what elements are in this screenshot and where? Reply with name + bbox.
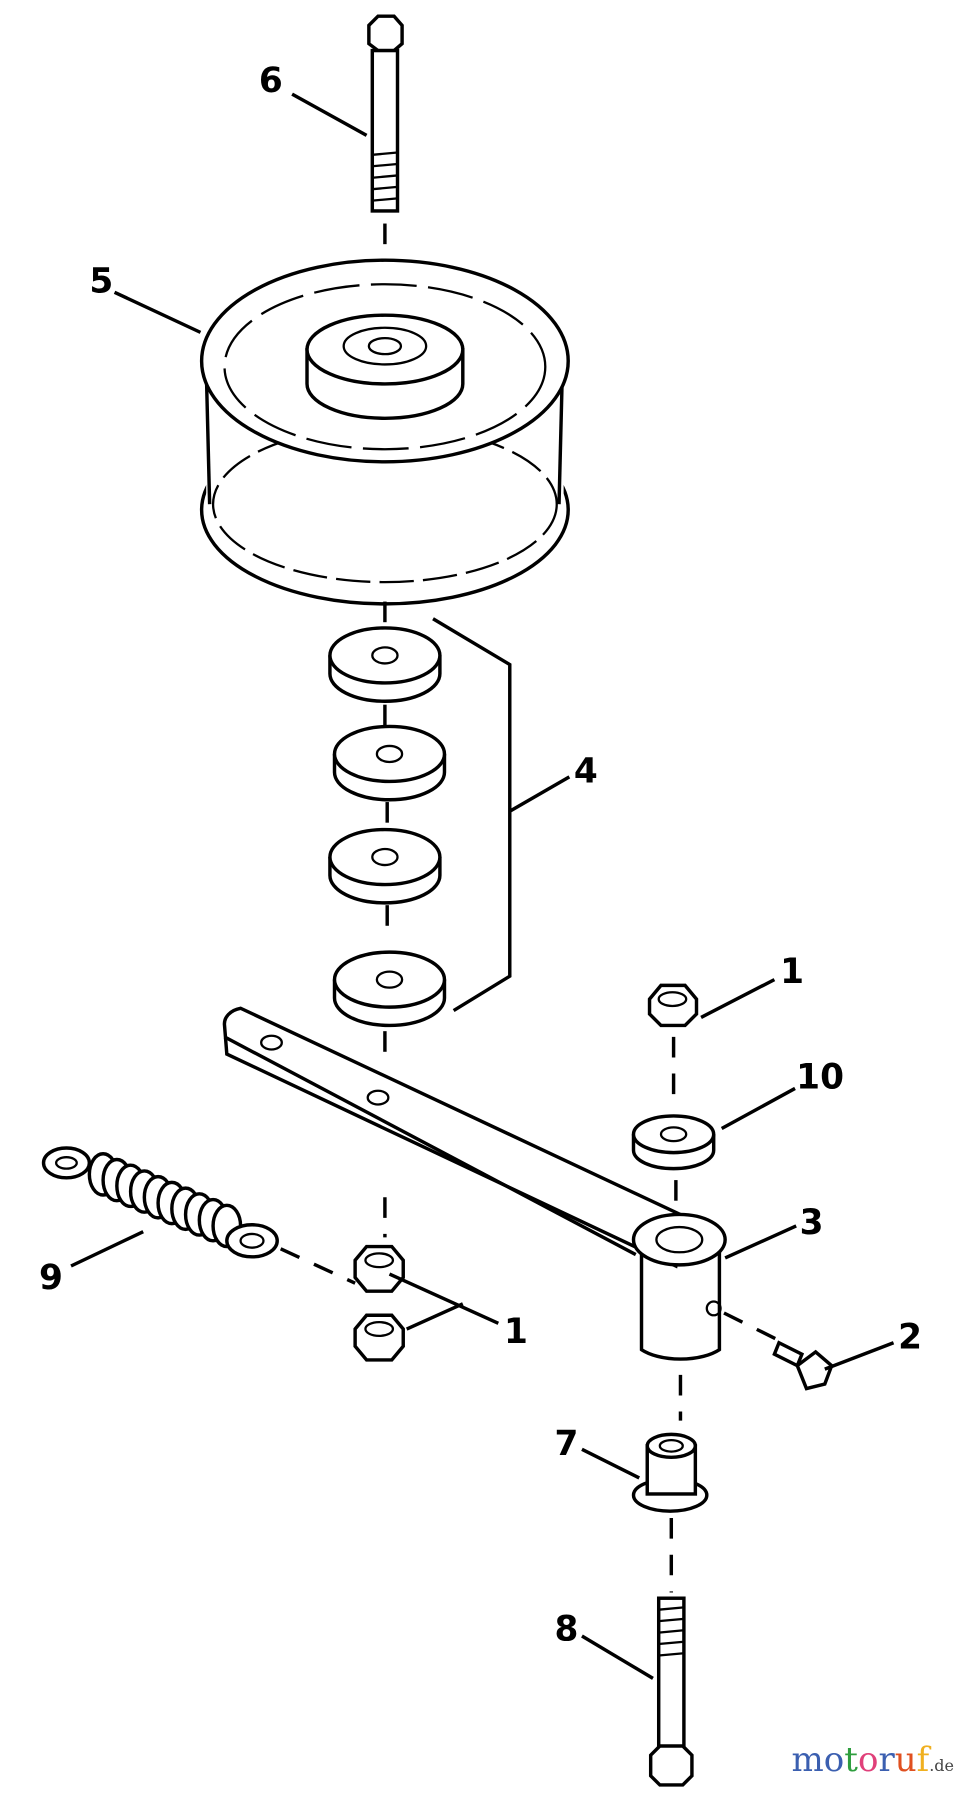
callout-4: 4 <box>574 752 598 792</box>
callout-7: 7 <box>554 1424 578 1464</box>
callout-8: 8 <box>554 1610 578 1650</box>
idler-arm-3 <box>222 1006 727 1361</box>
spacers-4 <box>328 617 512 1028</box>
leader-lines <box>70 92 895 1680</box>
set-screw-2 <box>723 1311 834 1391</box>
washer-10 <box>631 1114 716 1171</box>
callout-1-top: 1 <box>780 952 804 992</box>
nut-1-top <box>647 983 699 1028</box>
pulley-5 <box>199 258 570 606</box>
callout-6: 6 <box>259 61 283 101</box>
motoruf-watermark: motoruf.de <box>791 1740 954 1780</box>
callout-2: 2 <box>898 1317 922 1357</box>
callout-9: 9 <box>39 1258 63 1298</box>
callout-1-lower: 1 <box>504 1312 528 1352</box>
callout-10: 10 <box>796 1057 844 1097</box>
spring-9 <box>41 1146 279 1259</box>
bolt-6 <box>367 14 404 213</box>
bushing-7 <box>631 1432 709 1513</box>
nuts-1-lower <box>353 1244 405 1362</box>
callout-5: 5 <box>89 261 113 301</box>
callout-3: 3 <box>800 1203 824 1243</box>
bolt-8 <box>648 1596 694 1787</box>
